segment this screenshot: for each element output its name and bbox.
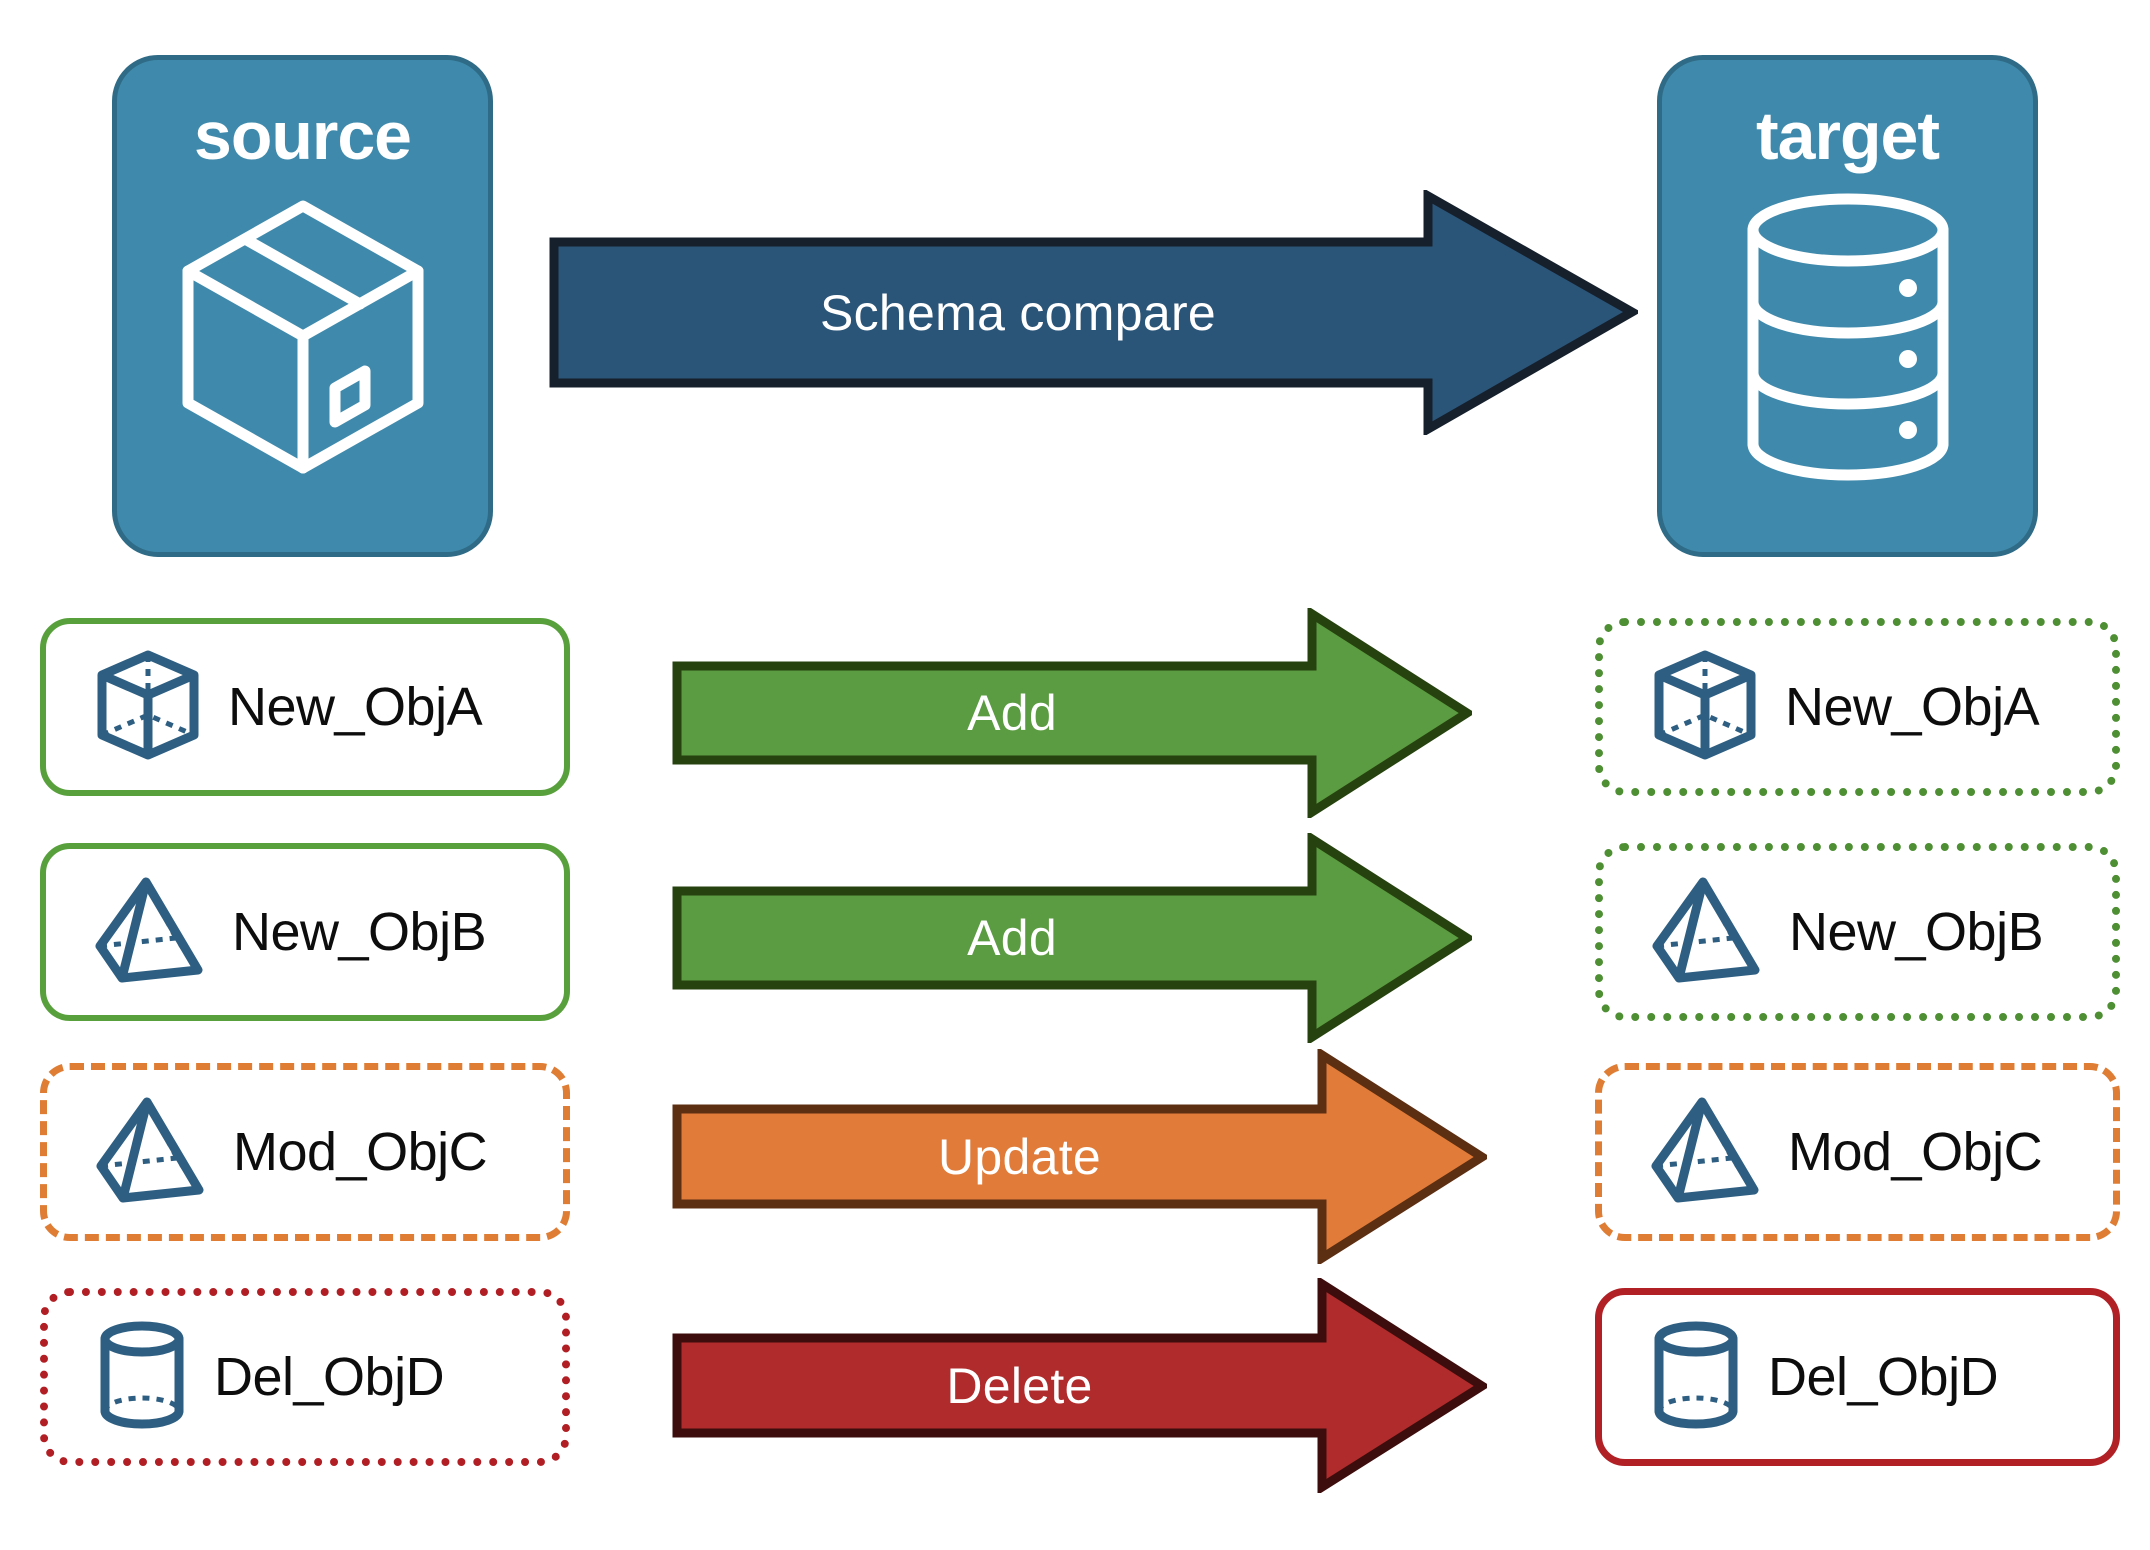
target-object-label: Mod_ObjC xyxy=(1788,1122,2043,1182)
source-object-label: Del_ObjD xyxy=(214,1347,445,1407)
wireframe-cube-icon xyxy=(94,649,202,766)
compare-row: New_ObjB Add Ne xyxy=(0,830,2150,1046)
package-box-icon xyxy=(172,192,434,487)
source-object-label: Mod_ObjC xyxy=(233,1122,488,1182)
wireframe-cylinder-icon xyxy=(1650,1319,1742,1436)
target-object-card[interactable]: Del_ObjD xyxy=(1595,1288,2120,1466)
target-object-label: Del_ObjD xyxy=(1768,1347,1999,1407)
source-endpoint-card[interactable]: source xyxy=(112,55,493,557)
compare-row: Mod_ObjC Update xyxy=(0,1046,2150,1267)
target-title: target xyxy=(1756,98,1940,174)
schema-compare-arrow[interactable]: Schema compare xyxy=(548,188,1642,437)
target-object-label: New_ObjB xyxy=(1789,902,2044,962)
add-action-arrow[interactable]: Add xyxy=(672,605,1476,821)
source-object-card[interactable]: New_ObjA xyxy=(40,618,570,796)
wireframe-pyramid-icon xyxy=(1650,1094,1762,1211)
action-label: Update xyxy=(937,1128,1102,1185)
compare-row: Del_ObjD Delete Del_ObjD xyxy=(0,1275,2150,1496)
source-object-label: New_ObjA xyxy=(228,677,483,737)
source-object-card[interactable]: Mod_ObjC xyxy=(40,1063,570,1241)
action-label: Add xyxy=(967,910,1057,966)
database-cylinder-icon xyxy=(1738,192,1958,489)
action-label: Add xyxy=(967,685,1057,741)
delete-action-arrow[interactable]: Delete xyxy=(672,1275,1491,1496)
source-object-label: New_ObjB xyxy=(232,902,487,962)
update-action-arrow[interactable]: Update xyxy=(672,1046,1491,1267)
compare-row: New_ObjA Add xyxy=(0,605,2150,821)
target-object-card[interactable]: Mod_ObjC xyxy=(1595,1063,2120,1241)
wireframe-pyramid-icon xyxy=(95,1094,207,1211)
target-endpoint-card[interactable]: target xyxy=(1657,55,2038,557)
source-object-card[interactable]: Del_ObjD xyxy=(40,1288,570,1466)
wireframe-cube-icon xyxy=(1651,649,1759,766)
target-object-card[interactable]: New_ObjB xyxy=(1595,843,2120,1021)
add-action-arrow[interactable]: Add xyxy=(672,830,1476,1046)
source-title: source xyxy=(194,98,412,174)
source-object-card[interactable]: New_ObjB xyxy=(40,843,570,1021)
action-label: Delete xyxy=(946,1357,1093,1414)
schema-compare-label: Schema compare xyxy=(819,284,1217,341)
target-object-card[interactable]: New_ObjA xyxy=(1595,618,2120,796)
wireframe-cylinder-icon xyxy=(96,1319,188,1436)
wireframe-pyramid-icon xyxy=(1651,874,1763,991)
target-object-label: New_ObjA xyxy=(1785,677,2040,737)
wireframe-pyramid-icon xyxy=(94,874,206,991)
